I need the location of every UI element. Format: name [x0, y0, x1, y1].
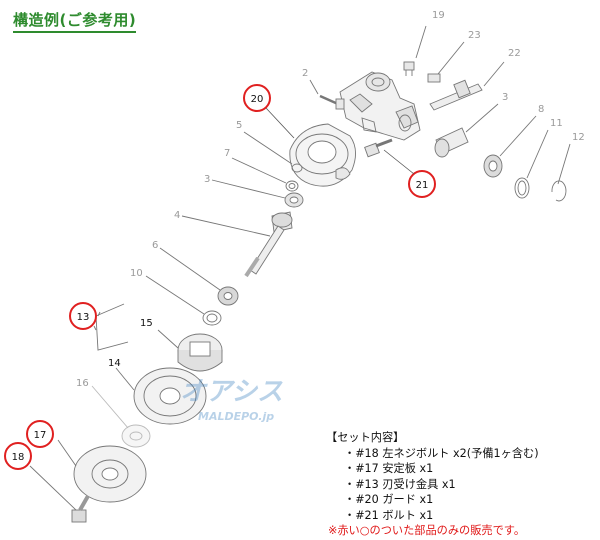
- set-item: ・#17 安定板 x1: [344, 462, 434, 475]
- callout-21: 21: [416, 180, 429, 191]
- part-18-bolt: [29, 465, 90, 523]
- part-14-plate: [115, 367, 207, 425]
- callout-3-gear: 3: [204, 174, 210, 185]
- watermark: オアシス MALDEPO.jp: [180, 377, 283, 423]
- part-7-washer: [231, 157, 299, 192]
- part-17-stabilizer-plate: [57, 439, 147, 503]
- page-title: 構造例(ご参考用): [13, 9, 137, 33]
- part-20-guard: [289, 123, 356, 187]
- sales-note: ※赤い○のついた部品のみの販売です。: [328, 524, 526, 537]
- set-contents-box: 【セット内容】 ・#18 左ネジボルト x2(予備1ヶ含む) ・#17 安定板 …: [326, 430, 596, 539]
- callout-5: 5: [236, 120, 242, 131]
- part-23-bolt: [427, 41, 465, 83]
- callout-6: 6: [152, 240, 158, 251]
- part-21-bolt: [364, 138, 393, 158]
- callout-10: 10: [130, 268, 143, 279]
- part-16-ring: [91, 385, 151, 448]
- part-10-ring: [145, 275, 222, 326]
- callout-19: 19: [432, 10, 445, 21]
- part-19-screw: [403, 25, 427, 76]
- callout-3-top: 3: [502, 92, 508, 103]
- callout-11: 11: [550, 118, 563, 129]
- callout-2: 2: [302, 68, 308, 79]
- callout-7: 7: [224, 148, 230, 159]
- callout-18: 18: [12, 452, 25, 463]
- gear-head: [339, 71, 421, 141]
- callout-8: 8: [538, 104, 544, 115]
- set-item: ・#18 左ネジボルト x2(予備1ヶ含む): [344, 446, 539, 460]
- set-contents-heading: 【セット内容】: [326, 431, 405, 444]
- callout-12: 12: [572, 132, 585, 143]
- callout-23: 23: [468, 30, 481, 41]
- callout-4: 4: [174, 210, 180, 221]
- callout-14: 14: [108, 358, 121, 369]
- part-12-clip: [551, 143, 571, 202]
- part-8-bearing: [483, 115, 537, 178]
- callout-15: 15: [140, 318, 153, 329]
- callout-13: 13: [77, 312, 90, 323]
- callout-17: 17: [34, 430, 47, 441]
- callout-16: 16: [76, 378, 89, 389]
- watermark-site: MALDEPO.jp: [198, 410, 274, 423]
- callout-numbers: 19 23 22 2 3 8 11 12 5 7 3 4 6 10 15 14 …: [76, 10, 585, 389]
- part-3-gear: [211, 179, 304, 208]
- set-item: ・#20 ガード x1: [344, 493, 434, 506]
- callout-20: 20: [251, 94, 264, 105]
- watermark-brand: オアシス: [180, 377, 283, 407]
- part-22-bolt: [429, 61, 505, 111]
- group-13-bracket: [95, 303, 129, 351]
- part-2-screw: [309, 79, 345, 110]
- highlighted-callouts: 20 21 13 17 18: [4, 84, 436, 470]
- set-item: ・#13 刃受け金具 x1: [344, 477, 456, 491]
- set-item: ・#21 ボルト x1: [344, 508, 434, 522]
- part-11-ring: [514, 129, 549, 199]
- part-5-ring: [243, 131, 303, 173]
- callout-22: 22: [508, 48, 521, 59]
- part-3-shaft-top: [434, 103, 499, 158]
- part-4-shaft: [181, 211, 293, 278]
- part-15-collar: [157, 329, 223, 372]
- part-6-bearing: [159, 247, 239, 306]
